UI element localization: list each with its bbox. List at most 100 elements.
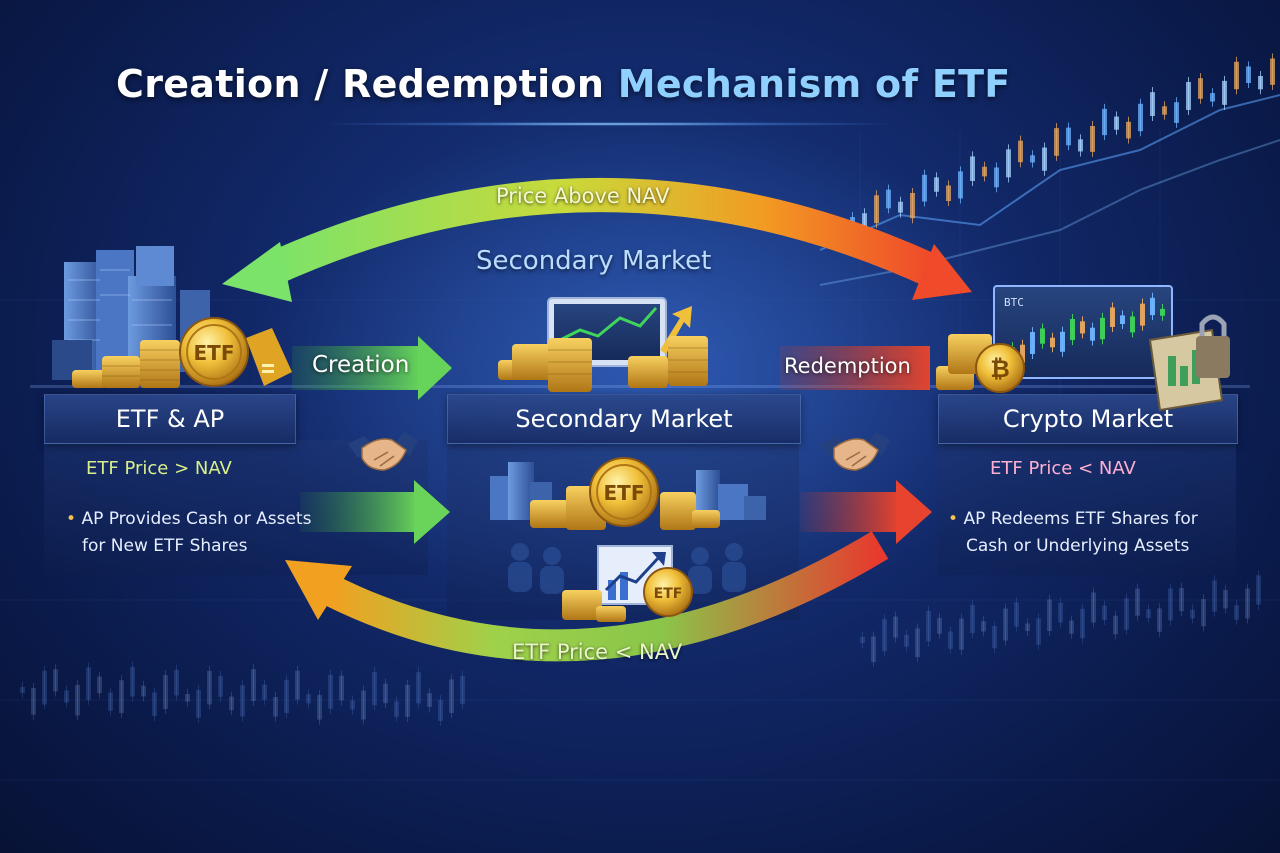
background-candle [1014, 602, 1019, 627]
background-candle [1069, 620, 1074, 634]
background-candle [904, 634, 909, 647]
background-candle [1047, 599, 1052, 632]
background-candle [141, 685, 146, 697]
background-candle [262, 684, 267, 700]
panel-left-heading-text: ETF & AP [115, 405, 225, 433]
background-candle [163, 675, 168, 710]
background-candle [1179, 587, 1184, 612]
background-candle [1256, 575, 1261, 605]
background-candle [53, 669, 58, 692]
background-candle [42, 670, 47, 705]
redemption-label: Redemption [784, 354, 911, 378]
background-candle [64, 690, 69, 703]
background-candle [251, 669, 256, 701]
background-candle [75, 684, 80, 716]
background-candle [306, 694, 311, 704]
right-bullet: • AP Redeems ETF Shares for Cash or Unde… [948, 506, 1198, 560]
coins-chart-icon [498, 297, 708, 392]
background-candle [86, 667, 91, 700]
background-candle [860, 637, 865, 643]
background-candle [339, 675, 344, 701]
bullet-dot-icon: • [66, 509, 77, 529]
background-candle [383, 683, 388, 704]
background-candle [350, 700, 355, 710]
background-candle [295, 670, 300, 700]
background-candle [893, 616, 898, 638]
background-candle [372, 671, 377, 706]
center-section-title: Secondary Market [476, 246, 712, 276]
right-bullet-line2: Cash or Underlying Assets [966, 536, 1190, 556]
background-candle [1212, 580, 1217, 612]
etf-coin-badge-bottom: ETF [654, 586, 683, 602]
background-candle [218, 675, 223, 697]
background-candle [207, 670, 212, 705]
background-candle [1146, 609, 1151, 619]
background-candle [926, 610, 931, 642]
background-candle [1157, 608, 1162, 632]
top-curved-arrow [222, 178, 972, 302]
page-title: Creation / Redemption Mechanism of ETF [116, 62, 1011, 106]
background-candle [871, 636, 876, 662]
right-bullet-line1: AP Redeems ETF Shares for [963, 509, 1198, 529]
handshake-icon [348, 432, 418, 471]
background-candle [97, 676, 102, 694]
background-candle [959, 618, 964, 650]
background-candle [449, 679, 454, 713]
etf-coin-badge-center: ETF [604, 481, 645, 505]
background-candle [1223, 589, 1228, 609]
background-candle [196, 689, 201, 718]
background-candle [31, 687, 36, 715]
background-candle [1080, 608, 1085, 639]
panel-right-heading-text: Crypto Market [1002, 405, 1174, 433]
background-candle [405, 684, 410, 717]
background-candle [273, 696, 278, 717]
background-candle [1201, 599, 1206, 627]
creation-arrow [292, 336, 452, 400]
background-candle [948, 631, 953, 649]
background-candle [152, 692, 157, 716]
background-candle [130, 666, 135, 697]
middle-red-arrow [800, 480, 932, 544]
background-candle [317, 694, 322, 720]
background-candle [1168, 588, 1173, 621]
background-candle [1102, 605, 1107, 621]
panel-center-heading-text: Secondary Market [515, 405, 733, 433]
bottom-curved-arrow [285, 531, 889, 662]
left-bullet-line2: for New ETF Shares [82, 536, 248, 556]
background-candle [970, 605, 975, 634]
background-candle [438, 699, 443, 721]
left-condition: ETF Price > NAV [86, 458, 232, 479]
background-candle [284, 679, 289, 714]
background-candle [229, 696, 234, 711]
top-arrow-label: Price Above NAV [496, 184, 670, 208]
background-candle [1124, 598, 1129, 630]
background-candle [1245, 588, 1250, 619]
crypto-screen-icon [936, 285, 1230, 412]
background-candle [1003, 608, 1008, 641]
creation-label: Creation [312, 352, 410, 378]
background-candle [20, 687, 25, 693]
background-candle [328, 674, 333, 709]
center-city-coins-icon [490, 457, 766, 530]
background-candle [416, 672, 421, 704]
middle-green-arrow [300, 480, 450, 544]
btc-screen-label: BTC [1004, 296, 1024, 309]
background-candle [1113, 615, 1118, 635]
left-bullet-line1: AP Provides Cash or Assets [81, 509, 312, 529]
panel-center-heading: Secondary Market [447, 394, 801, 444]
background-candle [937, 617, 942, 634]
background-candle [1058, 602, 1063, 623]
background-candle [108, 692, 113, 711]
background-candle [992, 626, 997, 649]
background-candle [240, 685, 245, 717]
background-candle [394, 701, 399, 717]
background-candle [1036, 618, 1041, 645]
redemption-arrow [780, 346, 930, 390]
background-candle [1091, 592, 1096, 623]
background-candle [915, 628, 920, 658]
background-candle [174, 669, 179, 696]
buildings-coins-icon [52, 246, 292, 388]
right-condition: ETF Price < NAV [990, 458, 1136, 479]
background-candle [1234, 605, 1239, 620]
background-candle [427, 693, 432, 707]
